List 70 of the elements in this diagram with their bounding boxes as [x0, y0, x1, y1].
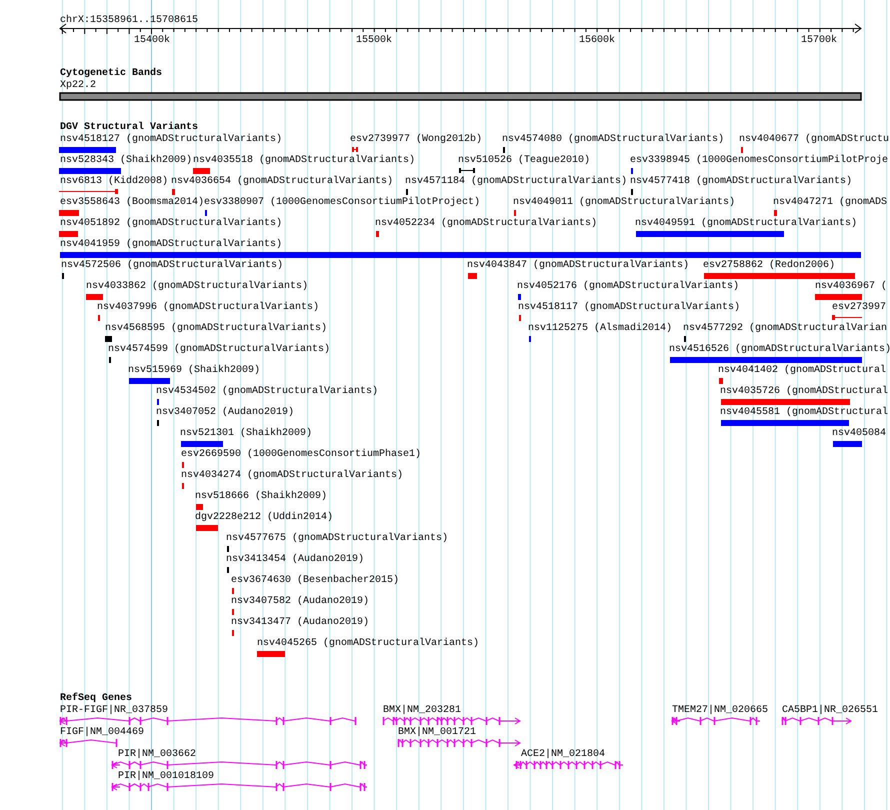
variant-label: nsv4040677 (gnomADStructu [739, 134, 890, 146]
gene-label: PIR-FIGF|NR_037859 [60, 705, 168, 717]
variant-label: nsv4571184 (gnomADStructuralVariants) [405, 176, 628, 188]
gene-label: FIGF|NM_004469 [60, 727, 144, 739]
gene-label: BMX|NM_001721 [398, 727, 476, 739]
variant-label: nsv3413477 (Audano2019) [231, 617, 370, 629]
variant-label: nsv4574599 (gnomADStructuralVariants) [108, 344, 330, 356]
variant-label: nsv4518117 (gnomADStructuralVariants) [518, 302, 740, 314]
variant-label: nsv4049591 (gnomADStructuralVariants) [635, 218, 858, 230]
variant-label: nsv4577418 (gnomADStructuralVariants) [630, 176, 852, 188]
variant-label: esv2739977 (Wong2012b) [350, 134, 482, 146]
variant-label: nsv4035726 (gnomADStructural [720, 386, 888, 398]
gene-label: CA5BP1|NR_026551 [782, 705, 878, 717]
variant-label: nsv4043847 (gnomADStructuralVariants) [467, 260, 690, 272]
variant-label: nsv4572506 (gnomADStructuralVariants) [61, 260, 284, 272]
variant-label: nsv1125275 (Alsmadi2014) [528, 323, 672, 335]
variant-label: nsv6813 (Kidd2008) [60, 176, 168, 188]
gene-label: BMX|NM_203281 [383, 705, 462, 717]
tick-label: 15600k [579, 35, 616, 47]
variant-label: nsv518666 (Shaikh2009) [195, 491, 328, 503]
variant-label: nsv528343 (Shaikh2009) [60, 155, 192, 167]
tick-label: 15700k [801, 35, 838, 47]
gene-label: ACE2|NM_021804 [521, 749, 606, 761]
variant-label: nsv4052176 (gnomADStructuralVariants) [517, 281, 740, 293]
variant-label: nsv4041402 (gnomADStructural [718, 365, 886, 377]
variant-label: nsv4037996 (gnomADStructuralVariants) [97, 302, 320, 314]
variant-label: nsv4041959 (gnomADStructuralVariants) [60, 239, 282, 251]
variant-label: esv2758862 (Redon2006) [703, 260, 836, 272]
variant-label: nsv3407582 (Audano2019) [231, 596, 370, 608]
gene-label: PIR|NM_003662 [118, 749, 196, 761]
variant-label: nsv4049011 (gnomADStructuralVariants) [513, 197, 736, 209]
gene-label: TMEM27|NM_020665 [672, 705, 768, 717]
coordinate-label: chrX:15358961..15708615 [60, 15, 198, 27]
variant-label: dgv2228e212 (Uddin2014) [195, 512, 334, 524]
variant-label: esv3398945 (1000GenomesConsortiumPilotProje [630, 155, 888, 167]
variant-label: esv273997 [832, 302, 886, 314]
track-title: DGV Structural Variants [60, 122, 198, 134]
band-label: Xp22.2 [60, 80, 96, 92]
variant-label: nsv515969 (Shaikh2009) [128, 365, 260, 377]
variant-label: nsv510526 (Teague2010) [458, 155, 590, 167]
variant-label: esv3558643 (Boomsma2014) [60, 197, 204, 209]
variant-label: esv3380907 (1000GenomesConsortiumPilotProject) [204, 197, 480, 209]
gene-label: PIR|NM_001018109 [118, 771, 214, 783]
tick-label: 15400k [134, 35, 170, 47]
variant-label: nsv4052234 (gnomADStructuralVariants) [375, 218, 598, 230]
variant-label: esv3674630 (Besenbacher2015) [231, 575, 400, 587]
variant-label: nsv4036654 (gnomADStructuralVariants) [171, 176, 394, 188]
variant-label: nsv3407052 (Audano2019) [156, 407, 294, 419]
variant-label: nsv4568595 (gnomADStructuralVariants) [105, 323, 328, 335]
variant-label: nsv4518127 (gnomADStructuralVariants) [60, 134, 282, 146]
variant-label: nsv4035518 (gnomADStructuralVariants) [193, 155, 416, 167]
variant-label: nsv4034274 (gnomADStructuralVariants) [181, 470, 404, 482]
track-title: RefSeq Genes [60, 693, 132, 704]
variant-label: nsv4033862 (gnomADStructuralVariants) [86, 281, 308, 293]
variant-label: nsv4051892 (gnomADStructuralVariants) [60, 218, 282, 230]
variant-label: nsv521301 (Shaikh2009) [180, 428, 312, 440]
variant-label: esv2669590 (1000GenomesConsortiumPhase1) [181, 449, 422, 461]
tick-label: 15500k [356, 35, 392, 47]
variant-label: nsv4047271 (gnomADS [773, 197, 888, 209]
variant-label: nsv4045581 (gnomADStructural [720, 407, 888, 419]
variant-label: nsv4574080 (gnomADStructuralVariants) [502, 134, 724, 146]
variant-label: nsv4516526 (gnomADStructuralVariants) [669, 344, 890, 356]
variant-label: nsv4036967 ( [815, 281, 888, 293]
variant-label: nsv4045265 (gnomADStructuralVariants) [257, 638, 480, 650]
track-title: Cytogenetic Bands [60, 68, 162, 80]
variant-label: nsv405084 [832, 428, 886, 440]
variant-label: nsv4534502 (gnomADStructuralVariants) [156, 386, 378, 398]
variant-label: nsv4577292 (gnomADStructuralVarian [683, 323, 888, 335]
variant-label: nsv4577675 (gnomADStructuralVariants) [226, 533, 448, 545]
variant-label: nsv3413454 (Audano2019) [226, 554, 364, 566]
